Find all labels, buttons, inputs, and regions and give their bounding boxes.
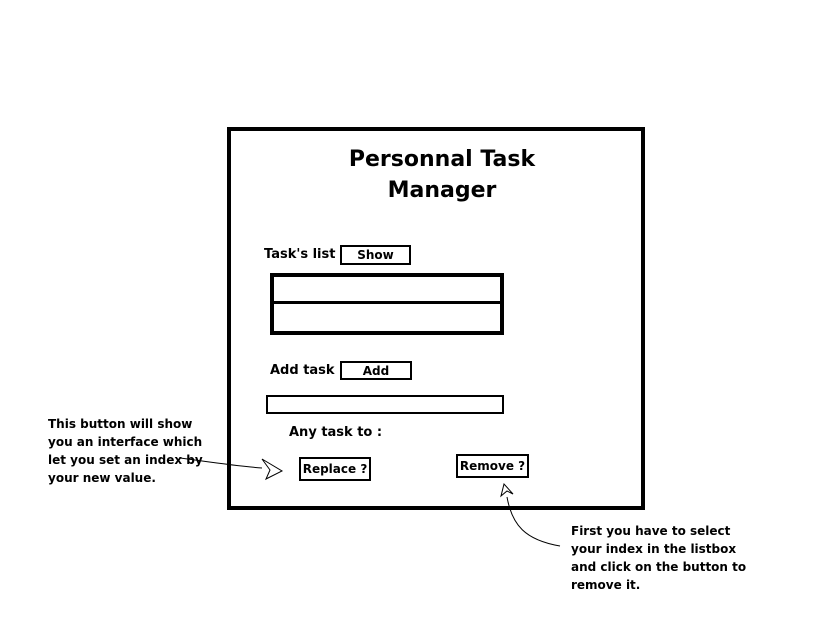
replace-button[interactable]: Replace ? <box>299 457 371 481</box>
add-button[interactable]: Add <box>340 361 412 380</box>
window-title-line-1: Personnal Task <box>348 147 536 172</box>
add-task-input[interactable] <box>266 395 504 414</box>
add-task-label: Add task : <box>270 363 345 378</box>
replace-note-line: your new value. <box>48 471 156 485</box>
replace-note-line: you an interface which <box>48 435 203 449</box>
replace-note-line: This button will show <box>48 417 193 431</box>
remove-button[interactable]: Remove ? <box>456 454 529 478</box>
remove-note-line: and click on the button to <box>571 560 747 574</box>
replace-note-line: let you set an index by <box>48 453 203 467</box>
window-title-line-2: Manager <box>387 178 497 203</box>
remove-note-line: remove it. <box>571 578 641 592</box>
task-list-label: Task's list : <box>264 247 346 262</box>
show-button[interactable]: Show <box>340 245 411 265</box>
remove-annotation-note: First you have to select your index in t… <box>571 522 746 594</box>
window-title: Personnal Task Manager <box>290 144 594 206</box>
remove-note-line: First you have to select <box>571 524 731 538</box>
listbox-row[interactable] <box>274 304 500 328</box>
listbox-row[interactable] <box>274 277 500 304</box>
task-listbox[interactable] <box>270 273 504 335</box>
replace-annotation-note: This button will show you an interface w… <box>48 415 203 487</box>
any-task-label: Any task to : <box>289 425 383 440</box>
remove-note-line: your index in the listbox <box>571 542 737 556</box>
